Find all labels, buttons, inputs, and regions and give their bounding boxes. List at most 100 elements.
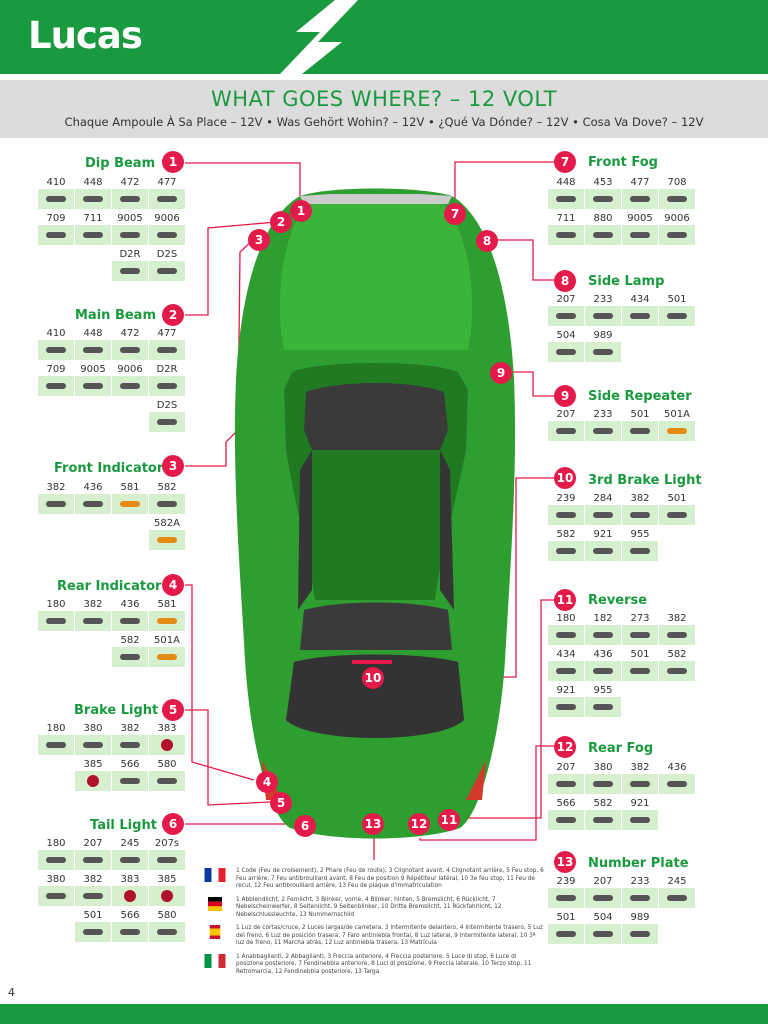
bulb-code: 385	[83, 759, 103, 770]
bulb-code: 182	[593, 613, 613, 624]
bulb-code: 501	[667, 294, 687, 305]
group-title-front-indicator: Front Indicator	[54, 461, 164, 476]
translation-row-es: 1 Luz de cortas/cruce, 2 Luces largas/de…	[204, 925, 544, 948]
car-badge-4: 4	[256, 771, 278, 793]
bulb-item: 207	[585, 875, 621, 908]
bulb-spacer	[112, 517, 148, 550]
group-badge-3: 3	[162, 455, 184, 477]
bulb-code	[112, 517, 148, 530]
bulb-code: 207	[83, 838, 103, 849]
group-badge-9: 9	[554, 385, 576, 407]
bulb-item: D2R	[112, 248, 148, 281]
bulb-icon	[112, 886, 148, 906]
bulb-icon	[622, 625, 658, 645]
bulb-item: 580	[149, 909, 185, 942]
bulb-item: 711	[75, 212, 111, 245]
bulb-icon	[149, 189, 185, 209]
bulb-code: 582A	[154, 518, 180, 529]
bulb-code: 245	[667, 876, 687, 887]
bulb-code: 501	[83, 910, 103, 921]
bulb-icon	[659, 774, 695, 794]
bulb-spacer	[38, 399, 74, 432]
bulb-item: 410	[38, 327, 74, 360]
bulb-code	[75, 399, 111, 412]
page-number: 4	[8, 986, 15, 999]
bulb-code: 453	[593, 177, 613, 188]
bulb-icon	[622, 774, 658, 794]
bulb-icon	[548, 225, 584, 245]
bulb-icon	[622, 189, 658, 209]
bulb-icon	[112, 530, 148, 550]
bulb-icon	[659, 225, 695, 245]
bulb-icon	[585, 421, 621, 441]
bulb-code: 239	[556, 493, 576, 504]
bulb-icon	[659, 625, 695, 645]
bulb-item: 566	[112, 909, 148, 942]
bulb-code: 477	[157, 177, 177, 188]
bulb-icon	[622, 888, 658, 908]
car-badge-10: 10	[362, 667, 384, 689]
bulb-icon	[548, 810, 584, 830]
page-subtitle: Chaque Ampoule À Sa Place – 12V • Was Ge…	[64, 115, 704, 129]
group-title-number-plate: Number Plate	[588, 856, 689, 871]
bulb-item: 284	[585, 492, 621, 525]
translation-legend: 1 Code (Feu de croisement), 2 Phare (Feu…	[204, 868, 544, 982]
bulb-icon	[548, 924, 584, 944]
france-flag-icon	[204, 868, 226, 882]
bulb-icon	[585, 342, 621, 362]
bulb-code: 410	[46, 328, 66, 339]
translation-row-fr: 1 Code (Feu de croisement), 2 Phare (Feu…	[204, 868, 544, 891]
bulb-item: 880	[585, 212, 621, 245]
group-badge-7: 7	[554, 151, 576, 173]
bulb-code: 582	[157, 482, 177, 493]
bulb-item: 708	[659, 176, 695, 209]
bulb-item: 566	[548, 797, 584, 830]
bulb-code: 9005	[627, 213, 653, 224]
bulb-code: 709	[46, 213, 66, 224]
bulb-item: 382	[112, 722, 148, 755]
bulb-code: 207s	[154, 838, 180, 849]
bulb-item: 207	[75, 837, 111, 870]
bulb-code: 711	[556, 213, 576, 224]
bulb-icon	[38, 412, 74, 432]
bulb-code: D2R	[156, 364, 178, 375]
bulb-code: 233	[593, 409, 613, 420]
bulb-icon	[112, 340, 148, 360]
bulb-icon	[112, 850, 148, 870]
bulb-item: 582	[112, 634, 148, 667]
bulb-code: 9005	[117, 213, 143, 224]
bulb-icon	[659, 306, 695, 326]
bulb-icon	[149, 376, 185, 396]
bulb-item: 382	[38, 481, 74, 514]
bulb-icon	[585, 505, 621, 525]
bulb-item: 472	[112, 176, 148, 209]
bulb-code: 989	[593, 330, 613, 341]
bulb-item: 382	[659, 612, 695, 645]
bulb-item: 989	[622, 911, 658, 944]
bulb-icon	[585, 661, 621, 681]
bulb-icon	[585, 888, 621, 908]
bulb-code: 380	[593, 762, 613, 773]
bulb-code: 448	[83, 328, 103, 339]
bulb-item: 180	[38, 598, 74, 631]
bulb-code	[38, 758, 74, 771]
bulb-icon	[38, 850, 74, 870]
bulb-code: 245	[120, 838, 140, 849]
bulb-icon	[112, 225, 148, 245]
bulb-icon	[585, 306, 621, 326]
bulb-item: 501	[75, 909, 111, 942]
bulb-item: 921	[585, 528, 621, 561]
bulb-icon	[75, 647, 111, 667]
bulb-spacer	[38, 909, 74, 942]
translation-text-es: 1 Luz de cortas/cruce, 2 Luces largas/de…	[236, 925, 543, 946]
bulb-icon	[548, 888, 584, 908]
bulb-item: 385	[149, 873, 185, 906]
bulb-icon	[112, 647, 148, 667]
group-badge-6: 6	[162, 813, 184, 835]
bulb-code: 501	[556, 912, 576, 923]
bulb-item: 9006	[112, 363, 148, 396]
